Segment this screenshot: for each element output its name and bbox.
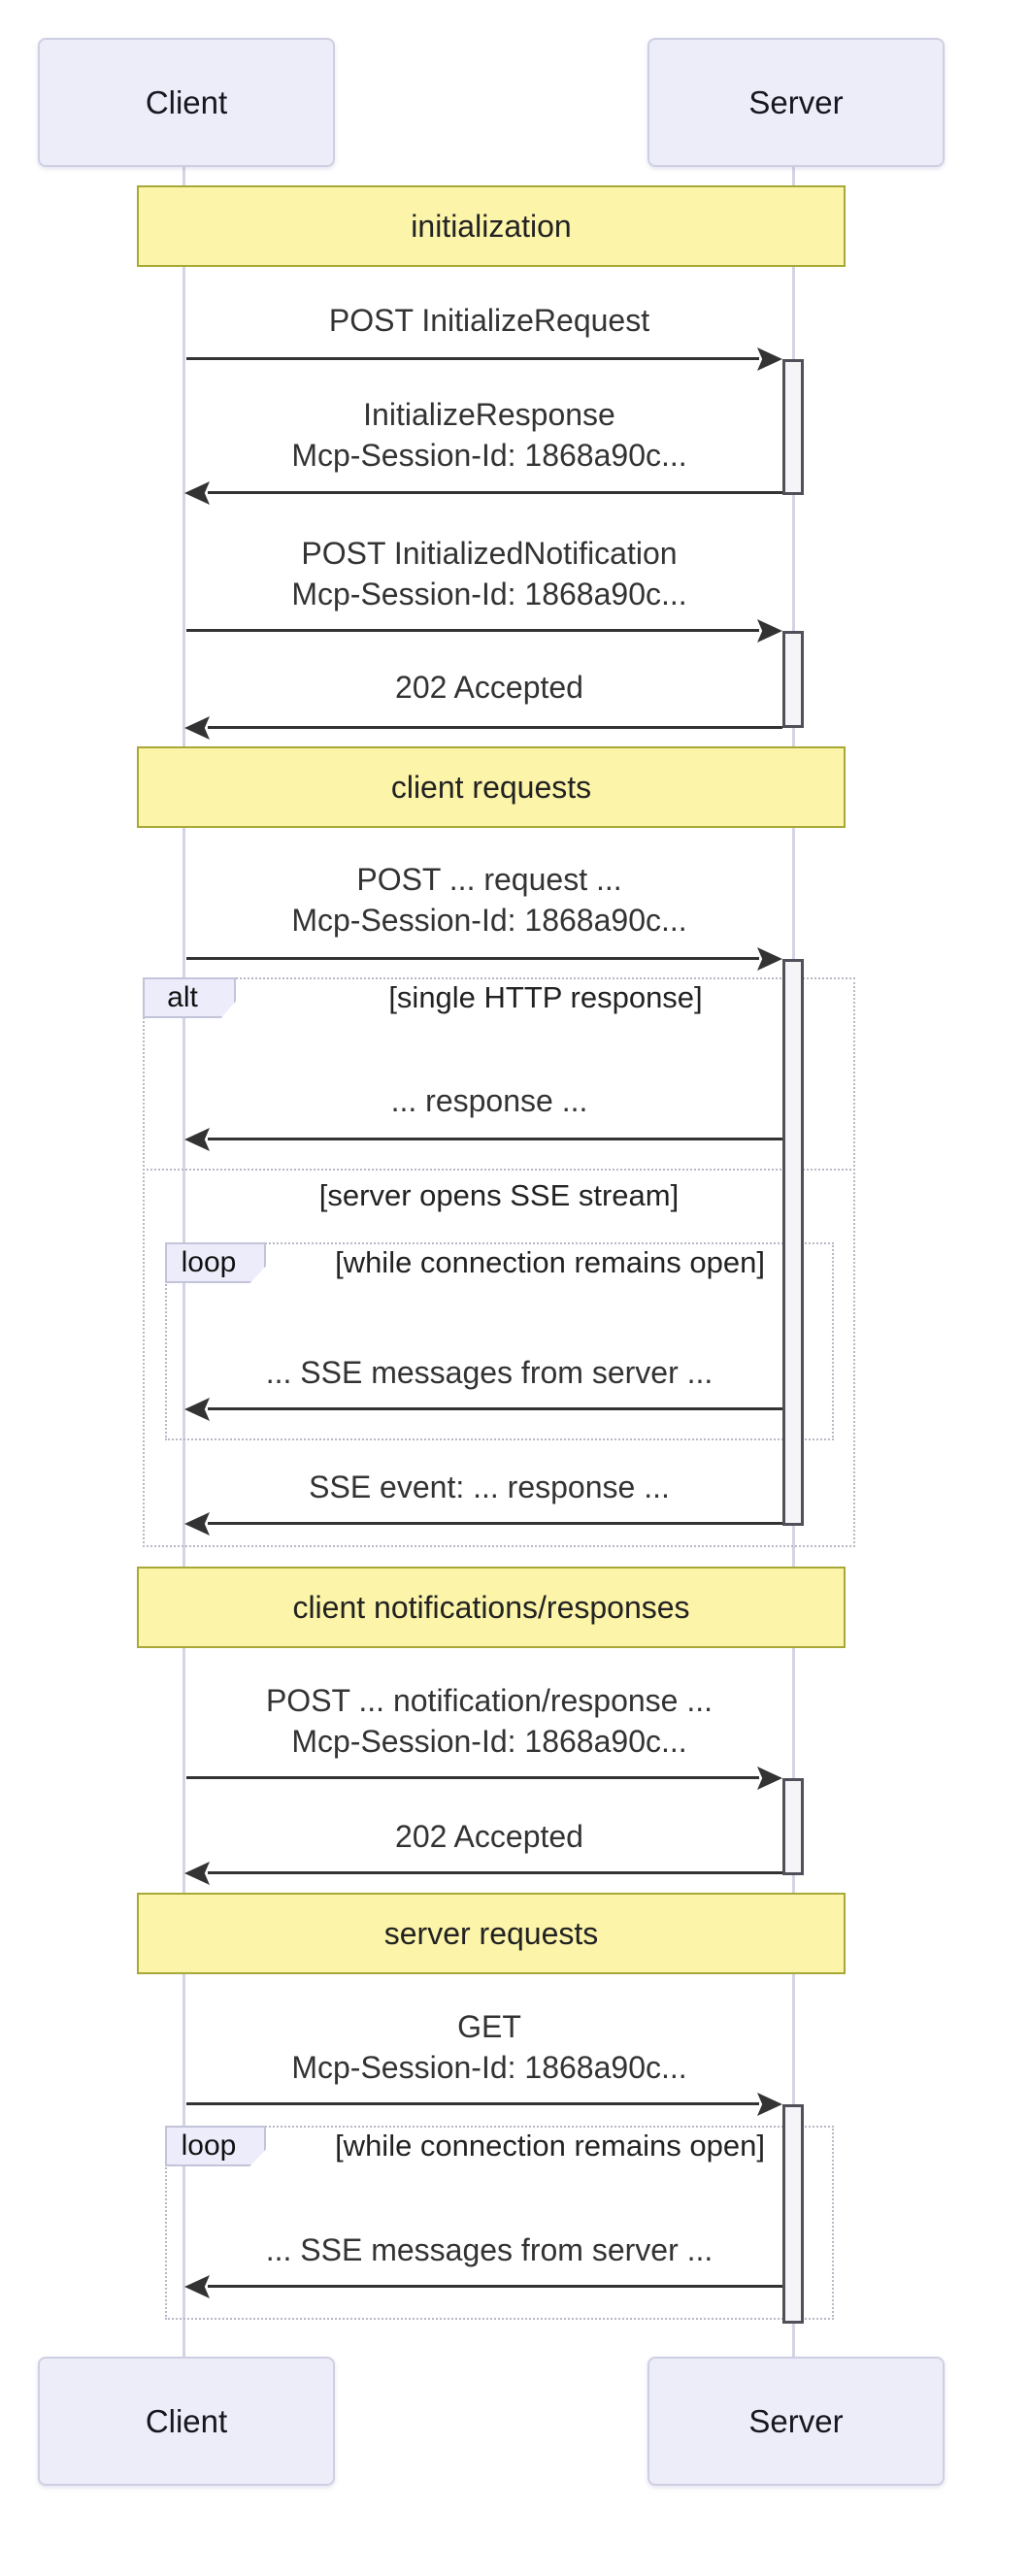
message-text: 202 Accepted xyxy=(395,1819,583,1854)
arrow-line xyxy=(208,1407,782,1410)
note-server-requests: server requests xyxy=(137,1893,846,1974)
arrow-line xyxy=(208,1138,782,1140)
arrow-line xyxy=(208,726,782,729)
arrow-line xyxy=(208,1522,782,1525)
arrowhead-right xyxy=(757,619,782,643)
loop-frame-1-tab: loop xyxy=(165,1242,266,1283)
message-text: InitializeResponse Mcp-Session-Id: 1868a… xyxy=(291,397,687,473)
alt-frame-label: alt xyxy=(167,981,198,1013)
actor-label: Client xyxy=(145,83,228,120)
loop-2-condition: [while connection remains open] xyxy=(335,2129,765,2163)
activation-bar xyxy=(782,359,804,495)
actor-client-bottom: Client xyxy=(38,2357,335,2486)
arrow-line xyxy=(186,357,759,360)
message-text: POST ... notification/response ... Mcp-S… xyxy=(265,1683,714,1759)
message-text: GET Mcp-Session-Id: 1868a90c... xyxy=(291,2009,687,2085)
note-label: initialization xyxy=(411,208,572,244)
message-text: 202 Accepted xyxy=(395,670,583,705)
message-text: ... response ... xyxy=(390,1083,588,1118)
loop-frame-1 xyxy=(165,1242,834,1440)
activation-bar xyxy=(782,959,804,1526)
message-text: POST InitializeRequest xyxy=(328,303,650,338)
arrowhead-left xyxy=(184,481,210,505)
arrowhead-left xyxy=(184,716,210,740)
arrow-line xyxy=(186,629,759,632)
arrow-line xyxy=(186,957,759,960)
message-text: SSE event: ... response ... xyxy=(309,1470,670,1504)
activation-bar xyxy=(782,1778,804,1875)
arrowhead-right xyxy=(757,2093,782,2116)
alt-condition: [single HTTP response] xyxy=(388,980,703,1014)
message-text: POST InitializedNotification Mcp-Session… xyxy=(291,536,687,611)
loop-frame-2 xyxy=(165,2126,834,2320)
arrow-line xyxy=(186,2102,759,2105)
activation-bar xyxy=(782,631,804,728)
arrowhead-right xyxy=(757,947,782,971)
alt-divider-label: [server opens SSE stream] xyxy=(318,1178,680,1212)
loop-1-condition: [while connection remains open] xyxy=(335,1245,765,1279)
note-label: client notifications/responses xyxy=(292,1589,690,1625)
message-text: POST ... request ... Mcp-Session-Id: 186… xyxy=(291,862,687,938)
actor-server-top: Server xyxy=(647,38,945,167)
actor-client-top: Client xyxy=(38,38,335,167)
arrowhead-left xyxy=(184,1862,210,1885)
message-text: ... SSE messages from server ... xyxy=(265,1355,714,1390)
actor-label: Server xyxy=(748,2402,844,2439)
loop-frame-2-tab: loop xyxy=(165,2126,266,2166)
activation-bar xyxy=(782,2104,804,2324)
loop-frame-label: loop xyxy=(181,2130,237,2162)
actor-label: Server xyxy=(748,83,844,120)
note-client-requests: client requests xyxy=(137,746,846,828)
alt-frame xyxy=(143,977,855,1547)
actor-label: Client xyxy=(145,2402,228,2439)
message-text: ... SSE messages from server ... xyxy=(265,2232,714,2267)
note-initialization: initialization xyxy=(137,185,846,267)
alt-divider xyxy=(143,1169,855,1171)
arrow-line xyxy=(208,1871,782,1874)
arrowhead-right xyxy=(757,1767,782,1790)
alt-frame-tab: alt xyxy=(143,977,236,1018)
arrow-line xyxy=(186,1776,759,1779)
note-label: client requests xyxy=(390,769,592,805)
note-client-notifications: client notifications/responses xyxy=(137,1567,846,1648)
loop-frame-label: loop xyxy=(181,1246,237,1278)
arrowhead-right xyxy=(757,347,782,371)
note-label: server requests xyxy=(383,1915,599,1951)
arrow-line xyxy=(208,2285,782,2288)
arrow-line xyxy=(208,491,782,494)
actor-server-bottom: Server xyxy=(647,2357,945,2486)
